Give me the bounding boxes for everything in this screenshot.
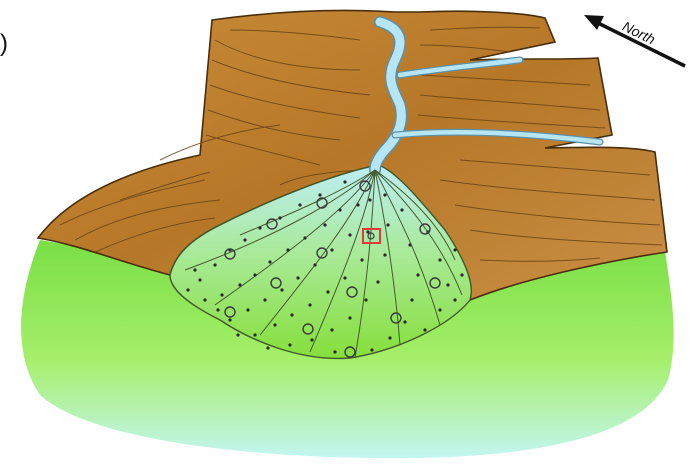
panel-label: )	[0, 30, 8, 58]
